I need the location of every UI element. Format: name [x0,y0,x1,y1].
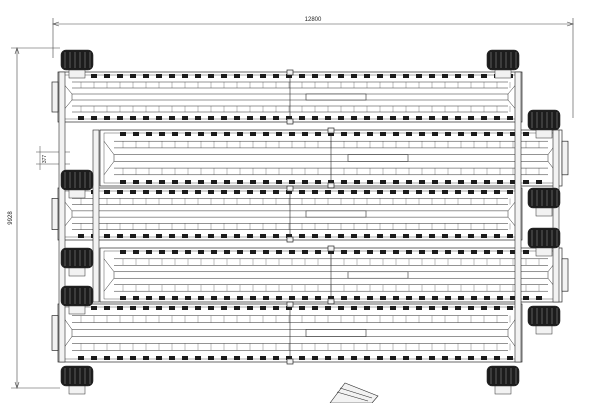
wheel [527,109,561,139]
frame-unit [99,127,569,189]
partial-component-fragment [329,382,379,403]
wheel [486,365,520,395]
side-beam [514,71,522,363]
overall-height-label: 9928 [8,211,14,225]
offset-label: 377 [42,155,48,164]
overall-width-dimension [52,18,574,118]
frame-unit [99,245,569,305]
wheel [60,49,94,79]
frame-unit [51,301,523,365]
wheel [60,365,94,395]
frame-unit [51,185,523,243]
frame-assembly [51,69,569,365]
wheel [60,285,94,315]
wheel [527,227,561,257]
frame-unit [51,69,523,125]
wheel [527,187,561,217]
overall-width-label: 12800 [305,17,322,23]
side-beam [552,129,560,303]
wheel [60,247,94,277]
wheel [60,169,94,199]
wheels [60,49,561,395]
side-beam [58,71,66,363]
side-beam [92,129,100,303]
wheel [486,49,520,79]
overall-height-dimension [11,47,60,389]
wheel [527,305,561,335]
